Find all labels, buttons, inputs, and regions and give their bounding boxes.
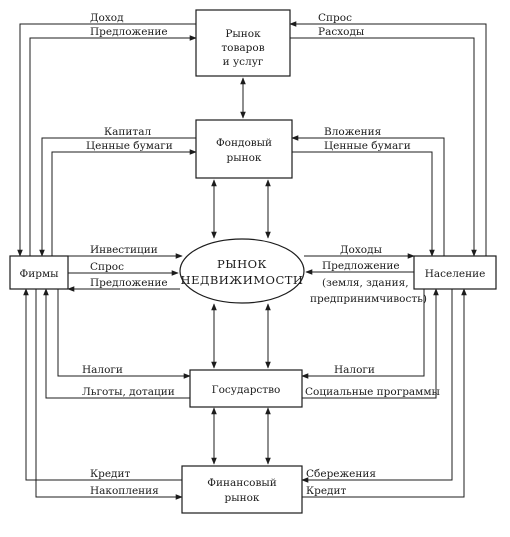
node-firms: Фирмы bbox=[9, 255, 69, 290]
label-goods-house-expenses: Расходы bbox=[318, 26, 364, 38]
label-gov-firms-taxes: Налоги bbox=[82, 364, 123, 376]
households-label: Население bbox=[425, 268, 486, 280]
real-estate-line-2: НЕДВИЖИМОСТИ bbox=[181, 273, 304, 287]
label-stock-house-securities: Ценные бумаги bbox=[324, 140, 411, 152]
label-goods-firms-income: Доход bbox=[90, 12, 124, 24]
goods-market-line-2: товаров bbox=[221, 42, 264, 54]
label-re-house-supply: Предложение bbox=[322, 260, 400, 272]
label-goods-house-demand: Спрос bbox=[318, 12, 352, 24]
label-fin-house-savings: Сбережения bbox=[306, 468, 376, 480]
goods-market-line-3: и услуг bbox=[223, 56, 264, 68]
flow-goods-to-house-expenses bbox=[290, 37, 477, 257]
flow-house-to-gov-taxes bbox=[301, 289, 425, 379]
flow-firms-to-gov-taxes bbox=[57, 289, 191, 379]
label-re-house-supply-note-2: предпринимчивость) bbox=[310, 293, 427, 305]
firms-label: Фирмы bbox=[20, 268, 59, 280]
flow-fin-to-house-credit bbox=[302, 288, 467, 498]
label-stock-firms-capital: Капитал bbox=[104, 126, 151, 138]
flow-firms-to-stock-securities bbox=[51, 149, 197, 256]
node-stock-market: Фондовый рынок bbox=[195, 119, 293, 179]
node-goods-market: Рынок товаров и услуг bbox=[195, 9, 291, 77]
flow-firms-to-fin-savings bbox=[35, 289, 183, 500]
label-stock-firms-securities: Ценные бумаги bbox=[86, 140, 173, 152]
financial-market-line-2: рынок bbox=[225, 492, 260, 504]
label-re-firms-investments: Инвестиции bbox=[90, 244, 158, 256]
connector-lines bbox=[17, 21, 487, 500]
flow-fin-to-firms-credit bbox=[23, 288, 182, 481]
flow-goods-to-firms-income bbox=[17, 23, 196, 257]
label-gov-house-taxes: Налоги bbox=[334, 364, 375, 376]
flow-gov-to-firms-benefits bbox=[43, 288, 190, 399]
label-re-house-income: Доходы bbox=[340, 244, 382, 256]
node-households: Население bbox=[413, 255, 497, 290]
flow-house-to-stock-investments bbox=[291, 135, 445, 256]
flow-gov-to-house-social bbox=[302, 288, 439, 399]
node-government: Государство bbox=[189, 369, 303, 408]
label-fin-firms-savings: Накопления bbox=[90, 485, 159, 497]
financial-market-line-1: Финансовый bbox=[207, 477, 276, 489]
government-label: Государство bbox=[212, 384, 281, 396]
flow-firms-to-goods-supply bbox=[29, 35, 197, 256]
label-re-firms-supply: Предложение bbox=[90, 277, 168, 289]
goods-market-line-1: Рынок bbox=[225, 28, 261, 40]
flow-labels: Доход Предложение Спрос Расходы Капитал … bbox=[82, 12, 440, 497]
label-re-firms-demand: Спрос bbox=[90, 261, 124, 273]
flow-stock-to-house-securities bbox=[292, 151, 435, 257]
flow-house-to-fin-savings bbox=[301, 289, 453, 483]
label-gov-firms-benefits: Льготы, дотации bbox=[82, 386, 175, 398]
label-stock-house-investments: Вложения bbox=[324, 126, 382, 138]
node-real-estate-market: РЫНОК НЕДВИЖИМОСТИ bbox=[179, 238, 305, 304]
label-fin-house-credit: Кредит bbox=[306, 485, 347, 497]
flow-stock-to-firms-capital bbox=[39, 137, 196, 257]
label-fin-firms-credit: Кредит bbox=[90, 468, 131, 480]
stock-market-line-2: рынок bbox=[227, 152, 262, 164]
node-financial-market: Финансовый рынок bbox=[181, 465, 303, 514]
label-gov-house-social: Социальные программы bbox=[305, 386, 440, 398]
real-estate-line-1: РЫНОК bbox=[217, 257, 267, 271]
stock-market-line-1: Фондовый bbox=[216, 137, 272, 149]
flow-house-to-goods-demand bbox=[289, 21, 487, 256]
label-re-house-supply-note-1: (земля, здания, bbox=[322, 277, 409, 289]
label-goods-firms-supply: Предложение bbox=[90, 26, 168, 38]
